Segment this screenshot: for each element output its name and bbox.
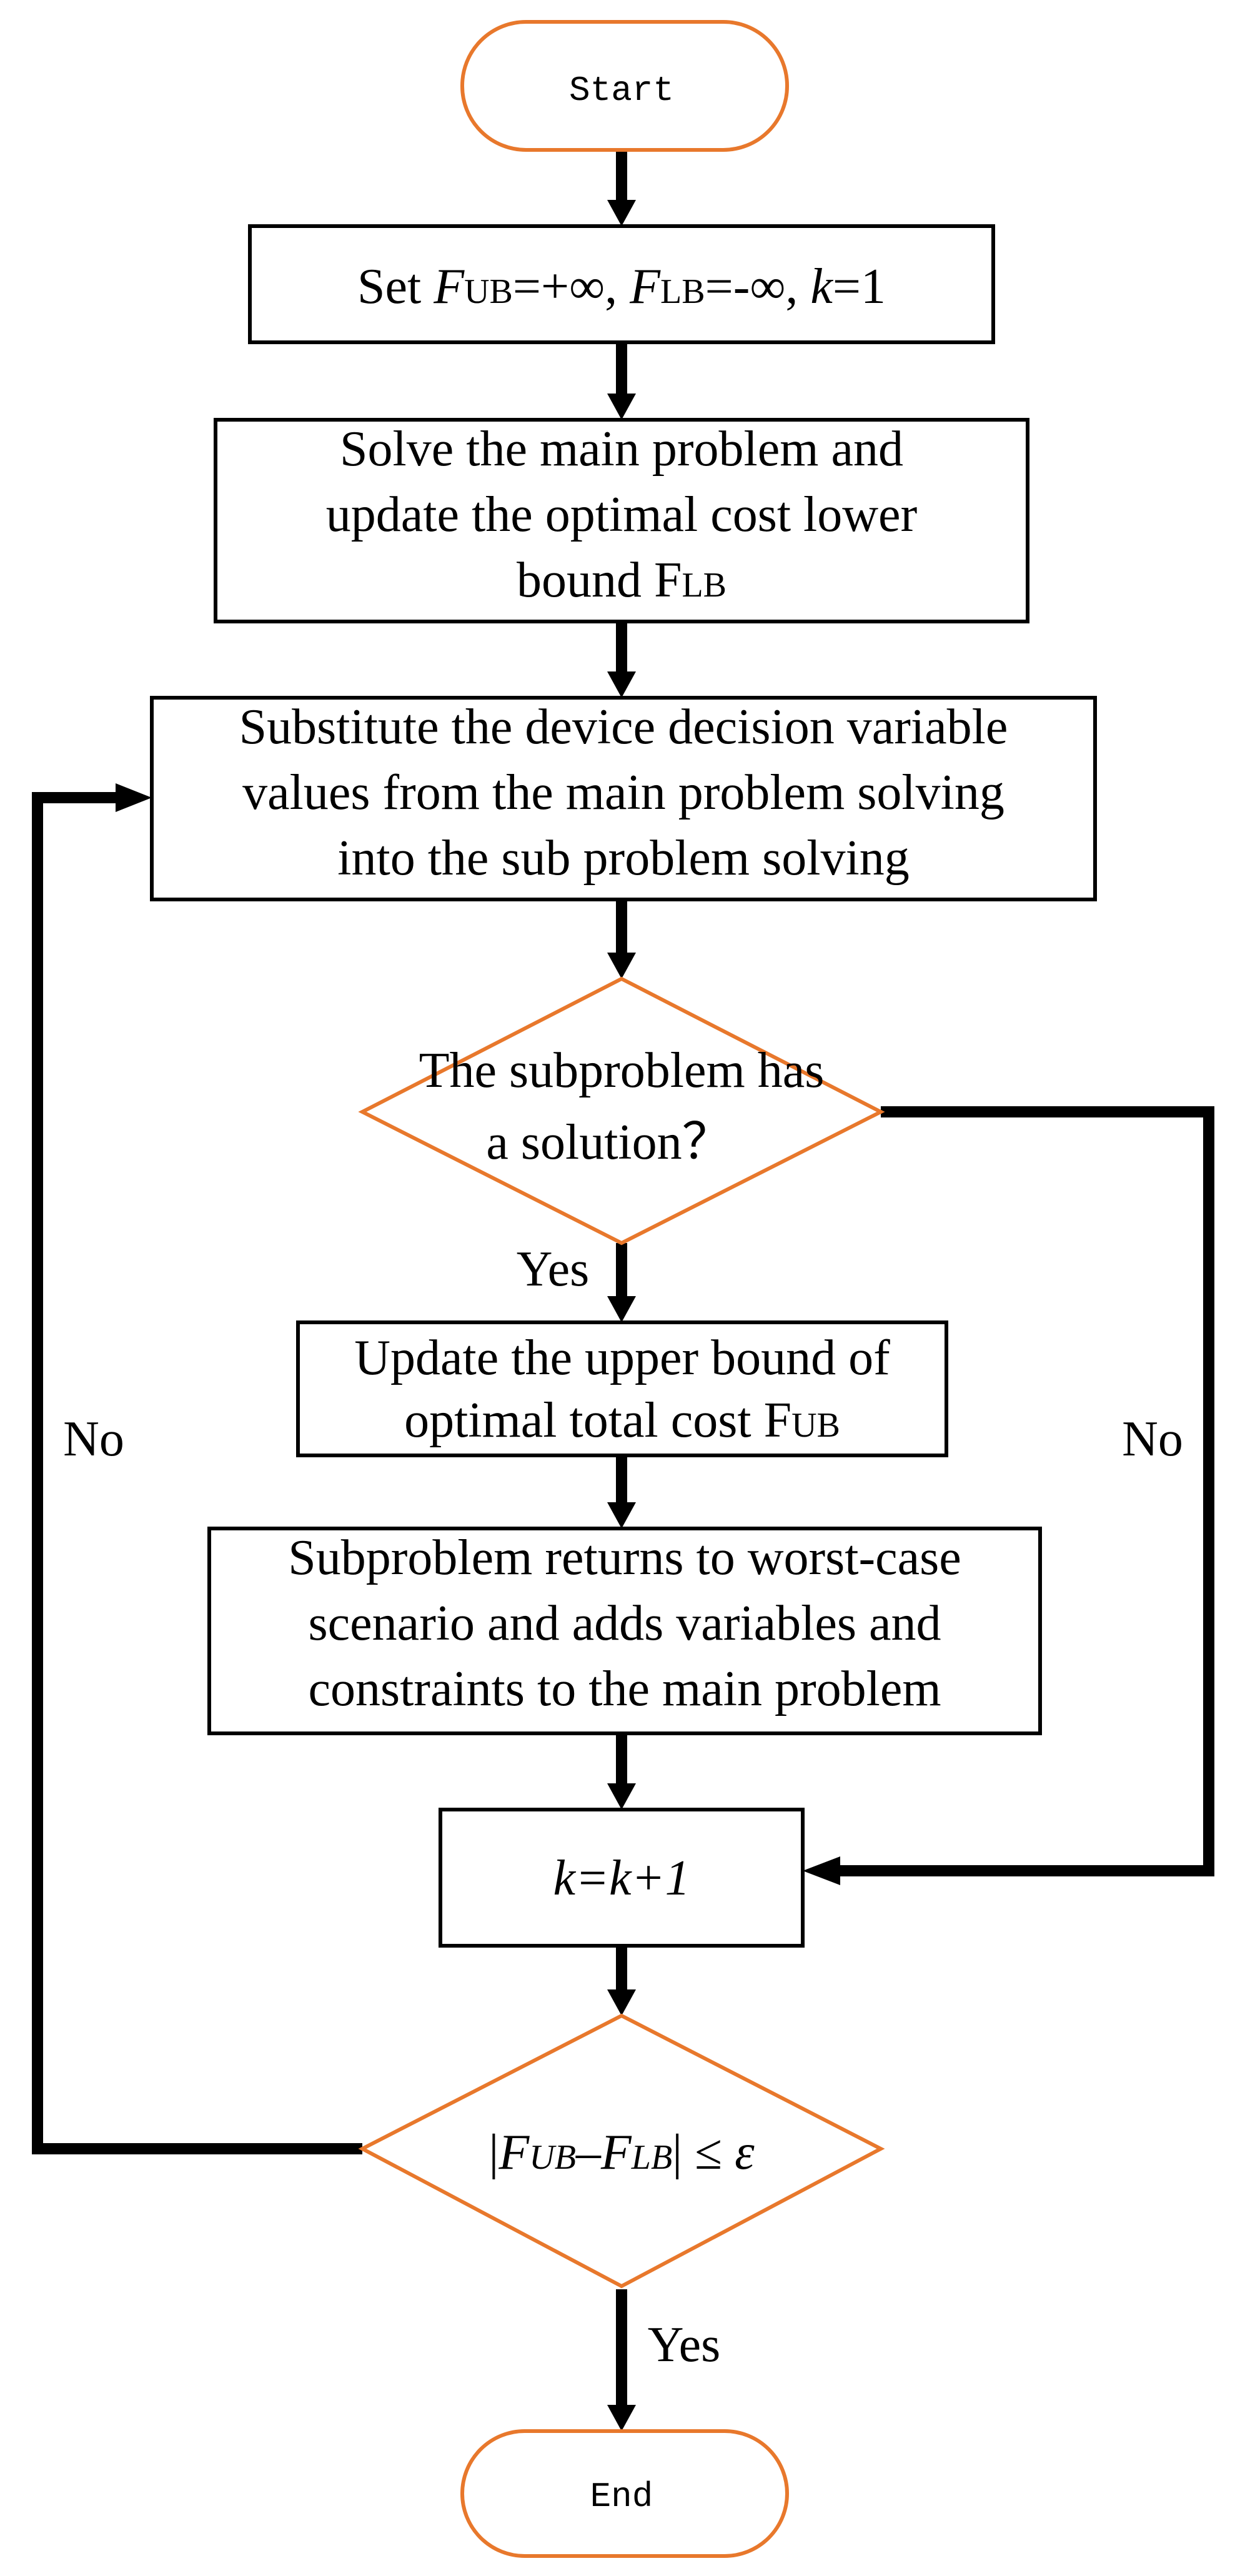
arrowhead — [607, 953, 636, 979]
arrowhead — [607, 671, 636, 698]
start-label: Start — [569, 71, 674, 111]
arrowhead — [607, 1296, 636, 1322]
end-label: End — [590, 2477, 653, 2517]
arrowhead — [607, 1989, 636, 2016]
substitute-line3: into the sub problem solving — [337, 831, 910, 886]
label-no-left: No — [63, 1412, 124, 1467]
label-yes-2: Yes — [648, 2317, 720, 2372]
worst-case-line2: scenario and adds variables and — [309, 1596, 941, 1651]
arrow-decision2-no — [32, 792, 362, 2154]
substitute-line1: Substitute the device decision variable — [239, 700, 1008, 755]
main-problem-line2: update the optimal cost lower — [326, 487, 917, 542]
update-upper-box — [296, 1320, 948, 1457]
substitute-line2: values from the main problem solving — [242, 765, 1004, 820]
decision1-line1: The subproblem has — [419, 1043, 825, 1098]
main-problem-box — [214, 418, 1029, 623]
init-label: Set FUB=+∞, FLB=-∞, k=1 — [357, 259, 886, 314]
arrowhead — [803, 1856, 840, 1885]
arrowhead — [607, 394, 636, 420]
arrowhead — [607, 1783, 636, 1810]
main-problem-line1: Solve the main problem and — [340, 422, 903, 477]
connectors — [32, 150, 1214, 2411]
arrow-decision1-no — [837, 1106, 1214, 1876]
decision-has-solution — [358, 976, 885, 1246]
increment-box — [439, 1808, 805, 1948]
label-no-right: No — [1122, 1412, 1183, 1467]
decision-convergence — [358, 2013, 885, 2289]
increment-label: k=k+1 — [553, 1851, 690, 1906]
worst-case-line1: Subproblem returns to worst-case — [288, 1530, 961, 1585]
label-yes-1: Yes — [517, 1242, 589, 1297]
decision2-label: |FUB–FLB| ≤ ε — [489, 2125, 755, 2180]
update-upper-line2: optimal total cost FUB — [404, 1393, 840, 1448]
arrowheads — [116, 200, 840, 2431]
end-terminal — [460, 2429, 789, 2558]
arrowhead — [607, 200, 636, 226]
decision1-line2: a solution？ — [486, 1115, 732, 1170]
worst-case-line3: constraints to the main problem — [308, 1662, 941, 1717]
arrowhead — [607, 1502, 636, 1528]
substitute-box — [150, 696, 1097, 901]
main-problem-line3: bound FLB — [517, 553, 727, 608]
init-box — [248, 224, 995, 344]
update-upper-line1: Update the upper bound of — [354, 1330, 890, 1385]
start-terminal — [460, 20, 789, 152]
worst-case-box — [207, 1527, 1042, 1735]
arrowhead — [116, 783, 152, 812]
arrowhead — [607, 2405, 636, 2431]
